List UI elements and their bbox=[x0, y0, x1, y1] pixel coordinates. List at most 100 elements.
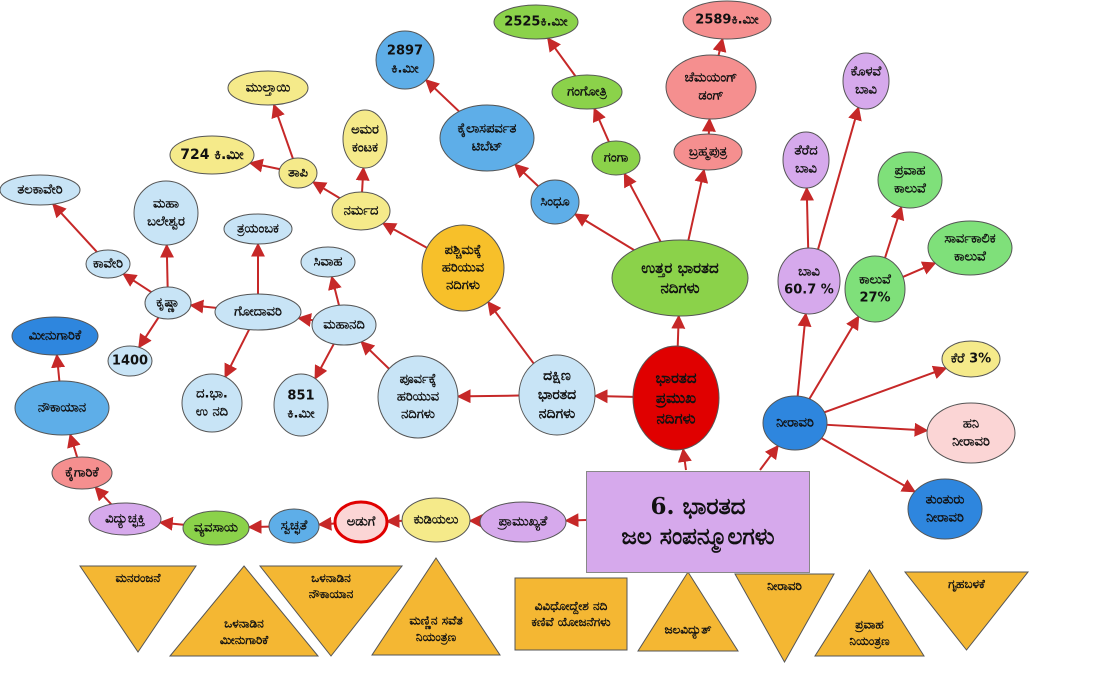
node-label-line: 2525ಕಿ.ಮೀ bbox=[504, 15, 568, 30]
node-label-line: ಕಾಲುವೆ bbox=[859, 273, 891, 288]
edge-dakshina-to-paschima bbox=[487, 300, 535, 365]
node-tumturu: ತುಂತುರುನೀರಾವರಿ bbox=[907, 478, 983, 540]
node-label-line: ಪ್ರವಾಹ bbox=[894, 164, 925, 180]
node-shape bbox=[493, 4, 579, 40]
node-label-line: 724 ಕಿ.ಮೀ bbox=[180, 147, 244, 163]
node-label-line: ಅಡುಗೆ bbox=[347, 515, 376, 530]
node-label-line: ಕಾಲುವೆ bbox=[894, 181, 926, 196]
shape-neeravari-tri: ನೀರಾವರಿ bbox=[734, 573, 835, 664]
node-shape bbox=[777, 247, 841, 315]
edge-neeravari-to-bavi bbox=[796, 312, 812, 397]
node-label-line: ಹರಿಯುವ bbox=[442, 261, 485, 276]
node-label-line: ಕಿ.ಮೀ bbox=[391, 61, 418, 76]
node-label-line: ಕಿ.ಮೀ bbox=[287, 406, 314, 421]
node-noukayana: ನೌಕಾಯಾನ bbox=[14, 380, 110, 436]
node-shape bbox=[518, 354, 596, 436]
node-label-line: ನೌಕಾಯಾನ bbox=[38, 401, 86, 416]
node-label-line: ನದಿಗಳು bbox=[446, 278, 480, 293]
node-label-line: ಪೂರ್ವಕ್ಕೆ bbox=[400, 372, 437, 388]
node-label-line: ಡಂಗ್ bbox=[698, 88, 723, 103]
node-label-line: ನಿಯಂತ್ರಣ bbox=[849, 634, 890, 649]
edge-narmada-to-tapi bbox=[311, 181, 341, 199]
edge-chemayung-to-len_2589 bbox=[712, 37, 727, 56]
node-label-line: ಕಾಲುವೆ bbox=[954, 249, 986, 264]
edge-tapi-to-multai bbox=[271, 103, 294, 159]
node-shape bbox=[377, 355, 459, 439]
node-label-line: ಒಳನಾಡಿನ bbox=[224, 617, 264, 631]
node-label-line: ಹನಿ bbox=[963, 417, 979, 432]
edge-ganga-to-gangotri bbox=[592, 107, 610, 143]
node-label-line: 2897 bbox=[387, 44, 423, 59]
node-label-line: ಕಾವೇರಿ bbox=[93, 257, 123, 272]
edge-neeravari-to-hani bbox=[826, 422, 929, 437]
node-shape bbox=[223, 213, 293, 245]
node-neeravari: ನೀರಾವರಿ bbox=[762, 395, 828, 451]
node-shape bbox=[333, 500, 389, 544]
edge-kaluve-to-pravaha_kaluve bbox=[884, 205, 905, 259]
node-kere: ಕೆರೆ 3% bbox=[941, 340, 1001, 378]
node-sindhu: ಸಿಂಧೂ bbox=[530, 179, 580, 225]
node-shape bbox=[844, 255, 906, 323]
shape-body bbox=[814, 569, 925, 657]
edge-gangotri-to-len_2525 bbox=[547, 37, 577, 77]
node-label-line: ಮುಲ್ತಾಯಿ bbox=[246, 81, 291, 97]
node-label-line: ಬಾವಿ bbox=[795, 161, 817, 176]
node-label-line: ನೀರಾವರಿ bbox=[776, 416, 814, 431]
node-label-line: ಕೆರೆ 3% bbox=[951, 352, 991, 367]
shape-olanadina-meenugarike: ಒಳನಾಡಿನಮೀನುಗಾರಿಕೆ bbox=[168, 565, 320, 657]
node-label-line: 60.7 % bbox=[784, 282, 834, 297]
shape-gruhabalake: ಗೃಹಬಳಕೆ bbox=[903, 571, 1030, 651]
node-shape bbox=[842, 52, 890, 110]
node-shape bbox=[665, 54, 757, 120]
node-pravaha-kaluve: ಪ್ರವಾಹಕಾಲುವೆ bbox=[877, 151, 943, 209]
edge-purva-to-mahanadi bbox=[360, 340, 390, 370]
node-shape bbox=[331, 191, 391, 231]
node-label-line: 1400 bbox=[112, 354, 148, 369]
node-label-line: ದ.ಭಾ. bbox=[196, 387, 228, 402]
edge-godavari-to-dabha bbox=[224, 329, 250, 379]
node-shape bbox=[877, 151, 943, 209]
edge-neeravari-to-kere bbox=[824, 365, 948, 414]
node-shape bbox=[51, 456, 113, 490]
shape-vividhoddesha: ವಿವಿಧೋದ್ದೇಶ ನದಿಕಣಿವೆ ಯೋಜನೆಗಳು bbox=[514, 577, 628, 651]
edge-neeravari-to-kaluve bbox=[808, 315, 860, 400]
shape-body bbox=[168, 565, 320, 657]
node-label-line: ಅಮರ bbox=[351, 123, 379, 138]
node-chemayung: ಚೆಮಯಂಗ್ಡಂಗ್ bbox=[665, 54, 757, 120]
node-gangotri: ಗಂಗೋತ್ರಿ bbox=[551, 74, 623, 110]
node-sihava: ಸಿವಾಹ bbox=[300, 246, 356, 278]
edge-uttara-to-sindhu bbox=[573, 213, 635, 251]
node-label-line: ವಿದ್ಯುಚ್ಛಕ್ತಿ bbox=[105, 512, 145, 530]
node-shape bbox=[300, 246, 356, 278]
node-shape bbox=[673, 133, 743, 171]
edge-mahanadi-to-godavari bbox=[297, 313, 314, 327]
edge-title-to-neeravari bbox=[759, 444, 779, 471]
node-kaigarike: ಕೈಗಾರಿಕೆ bbox=[51, 456, 113, 490]
node-label-line: ದಕ್ಷಿಣ bbox=[543, 368, 571, 384]
node-shape bbox=[182, 510, 250, 546]
node-len-2525: 2525ಕಿ.ಮೀ bbox=[493, 4, 579, 40]
edge-bharatada_pramukha-to-dakshina bbox=[593, 389, 634, 404]
node-label-line: ಮಹಾನದಿ bbox=[323, 318, 365, 333]
node-kaveri: ಕಾವೇರಿ bbox=[85, 249, 131, 279]
node-label-line: ಸ್ವಚ್ಛತೆ bbox=[281, 519, 308, 536]
node-label-line: ಕಣಿವೆ ಯೋಜನೆಗಳು bbox=[531, 615, 610, 629]
shape-pravaha-niyantrana: ಪ್ರವಾಹನಿಯಂತ್ರಣ bbox=[814, 569, 925, 657]
node-terada-bavi: ತೆರೆದಬಾವಿ bbox=[782, 131, 830, 189]
node-label-line: ಉ ನದಿ bbox=[196, 404, 229, 419]
node-kailasa: ಕೈಲಾಸಪರ್ವತಟಿಬೆಟ್ bbox=[439, 104, 535, 172]
node-label-line: ನರ್ಮದ bbox=[344, 204, 379, 219]
node-label-line: ಸಿವಾಹ bbox=[314, 255, 343, 270]
shape-body bbox=[903, 571, 1030, 651]
node-talakaveri: ತಲಕಾವೇರಿ bbox=[0, 174, 81, 206]
node-meenugarike: ಮೀನುಗಾರಿಕೆ bbox=[11, 316, 99, 356]
central-title-line1: 6. ಭಾರತದ bbox=[650, 493, 746, 520]
node-label-line: ನದಿಗಳು bbox=[660, 279, 699, 297]
node-vidyuchhakti: ವಿದ್ಯುಚ್ಛಕ್ತಿ bbox=[88, 502, 162, 536]
node-label-line: ತ್ರಯಂಬಕ bbox=[237, 222, 279, 238]
